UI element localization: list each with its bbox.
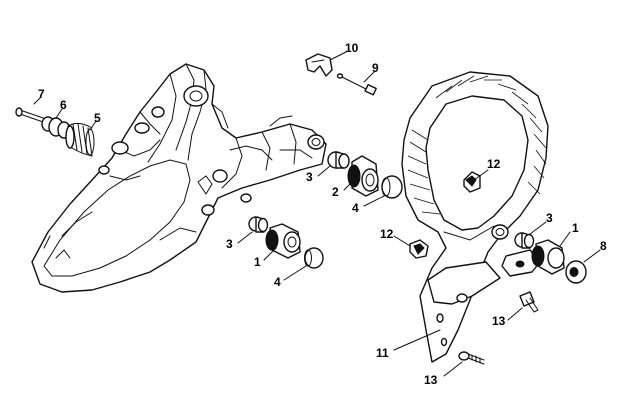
bushing-3-right <box>514 232 535 249</box>
callout-3-right: 3 <box>546 211 553 225</box>
cable-9 <box>336 73 377 96</box>
callout-2: 2 <box>332 185 339 199</box>
cap-8 <box>565 260 587 284</box>
callout-4-upper: 4 <box>352 201 359 215</box>
spring-5 <box>65 122 95 157</box>
callout-7: 7 <box>38 87 45 101</box>
callout-3-lower: 3 <box>226 237 233 251</box>
callout-11: 11 <box>376 346 389 360</box>
plug-4-lower <box>304 247 324 269</box>
plug-4-upper <box>381 175 403 199</box>
callout-8: 8 <box>600 239 607 253</box>
bushing-3-lower <box>248 216 269 233</box>
callout-10: 10 <box>345 41 359 55</box>
handle-11 <box>401 71 549 363</box>
screw-13-upper <box>519 291 539 313</box>
callout-5: 5 <box>94 111 101 125</box>
clip-10 <box>305 53 333 77</box>
callout-4-lower: 4 <box>274 275 281 289</box>
callout-9: 9 <box>372 61 379 75</box>
callout-12-lower: 12 <box>380 227 394 241</box>
callout-12-upper: 12 <box>487 157 501 171</box>
callout-6: 6 <box>60 98 67 112</box>
screw-7 <box>15 107 47 124</box>
callout-13-upper: 13 <box>492 314 506 328</box>
callout-1-right: 1 <box>572 221 579 235</box>
buffer-2 <box>347 155 379 197</box>
bushing-3-upper <box>327 151 350 169</box>
callout-labels: 7 6 5 10 9 3 2 4 3 1 4 12 12 3 1 8 11 13… <box>38 41 607 387</box>
callout-1-left: 1 <box>254 255 261 269</box>
callout-13-lower: 13 <box>424 373 438 387</box>
buffer-1-right <box>531 239 565 275</box>
leader-lines <box>33 51 601 377</box>
bumper-12-upper <box>463 171 481 193</box>
screw-13-lower <box>458 351 485 365</box>
buffer-1-left <box>265 223 301 259</box>
callout-3-upper: 3 <box>306 170 313 184</box>
housing <box>31 63 327 293</box>
bumper-12-lower <box>409 239 429 259</box>
